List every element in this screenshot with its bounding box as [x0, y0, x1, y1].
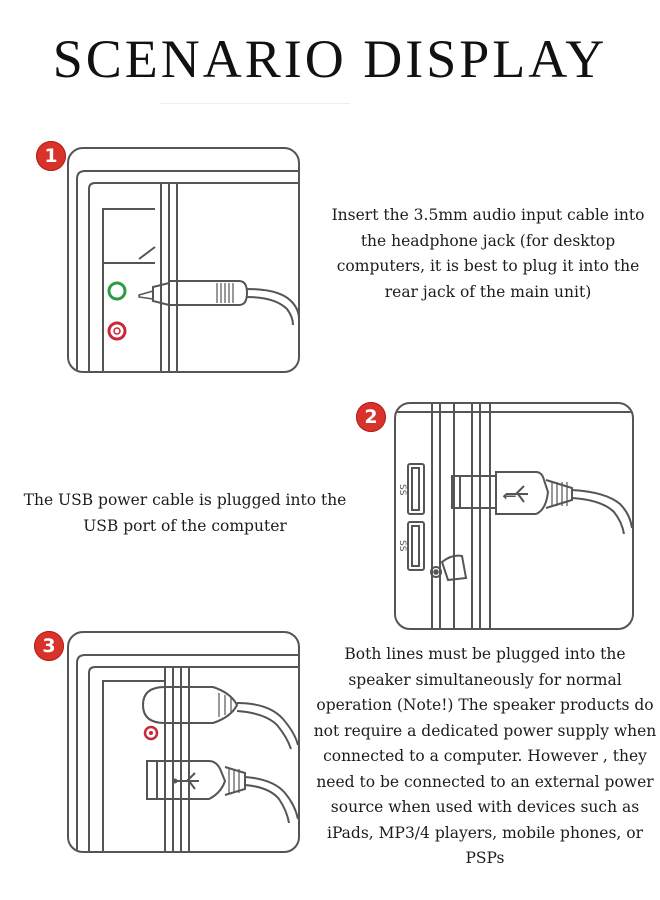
- svg-text:⭠: ⭠: [502, 485, 516, 506]
- step-3-description: Both lines must be plugged into the spea…: [313, 645, 657, 867]
- svg-text:SS: SS: [397, 484, 407, 496]
- svg-text:SS: SS: [397, 540, 407, 552]
- both-cables-illustration: [67, 631, 300, 853]
- step-2-description: The USB power cable is plugged into the …: [23, 491, 347, 535]
- step-3-badge: 3: [34, 631, 64, 661]
- step-1-description: Insert the 3.5mm audio input cable into …: [331, 206, 645, 301]
- page-title: SCENARIO DISPLAY: [52, 29, 608, 89]
- step-2-badge: 2: [356, 402, 386, 432]
- title-divider: [160, 103, 350, 104]
- audio-jack-illustration: [67, 147, 300, 373]
- usb-port-illustration: SS SS ⭠: [394, 402, 634, 630]
- step-1-badge: 1: [36, 141, 66, 171]
